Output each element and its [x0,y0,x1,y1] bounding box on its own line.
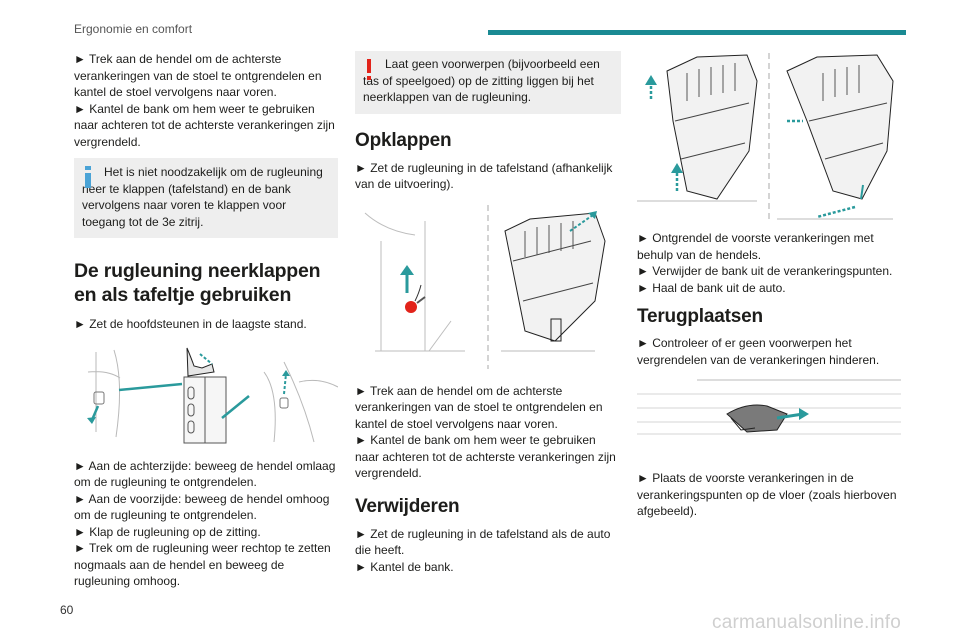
paragraph: ► Verwijder de bank uit de verankeringsp… [637,264,893,278]
column-2: Laat geen voorwerpen (bijvoorbeeld een t… [355,51,621,575]
paragraph: ► Zet de hoofdsteunen in de laagste stan… [74,317,307,331]
watermark: carmanualsonline.info [712,612,902,633]
column-3: ► Ontgrendel de voorste verankeringen me… [637,51,901,520]
paragraph: ► Haal de bank uit de auto. [637,280,786,295]
page-number: 60 [60,603,74,617]
paragraph: ► Controleer of er geen voorwerpen het v… [637,336,880,367]
paragraph: ► Trek om de rugleuning weer rechtop te … [74,541,331,588]
section-heading: De rugleuning neerklappen en als tafeltj… [74,260,321,306]
figure-headrest-lever [74,342,338,450]
paragraph: ► Aan de voorzijde: beweeg de hendel omh… [74,491,330,523]
warning-icon [367,59,371,80]
warning-note-text: Laat geen voorwerpen (bijvoorbeeld een t… [363,57,600,104]
section-title: Ergonomie en comfort [74,22,193,36]
paragraph: ► Kantel de bank om hem weer te gebruike… [355,433,616,480]
section-heading: Verwijderen [355,495,460,517]
paragraph: ► Zet de rugleuning in de tafelstand als… [355,526,611,558]
info-note: Het is niet noodzakelijk om de rugleunin… [74,158,338,238]
info-note-text: Het is niet noodzakelijk om de rugleunin… [82,165,323,229]
section-heading: Terugplaatsen [637,306,763,327]
paragraph: ► Zet de rugleuning in de tafelstand (af… [355,160,613,192]
paragraph: ► Kantel de bank om hem weer te gebruike… [74,101,335,149]
paragraph: ► Kantel de bank. [355,559,454,574]
column-1: ► Trek aan de hendel om de achterste ver… [74,51,338,590]
paragraph: ► Klap de rugleuning op de zitting. [74,524,261,539]
warning-note: Laat geen voorwerpen (bijvoorbeeld een t… [355,51,621,114]
paragraph: ► Trek aan de hendel om de achterste ver… [355,383,603,431]
paragraph: ► Aan de achterzijde: beweeg de hendel o… [74,458,336,490]
info-icon [85,166,91,188]
figure-floor-anchor [637,374,901,456]
paragraph: ► Plaats de voorste verankeringen in de … [637,471,897,518]
figure-remove-seat [637,51,901,223]
section-heading: Opklappen [355,129,452,151]
header-accent-bar [488,30,906,35]
paragraph: ► Ontgrendel de voorste verankeringen me… [637,231,874,262]
paragraph: ► Trek aan de hendel om de achterste ver… [74,52,322,99]
figure-fold-up-seat [355,201,621,373]
